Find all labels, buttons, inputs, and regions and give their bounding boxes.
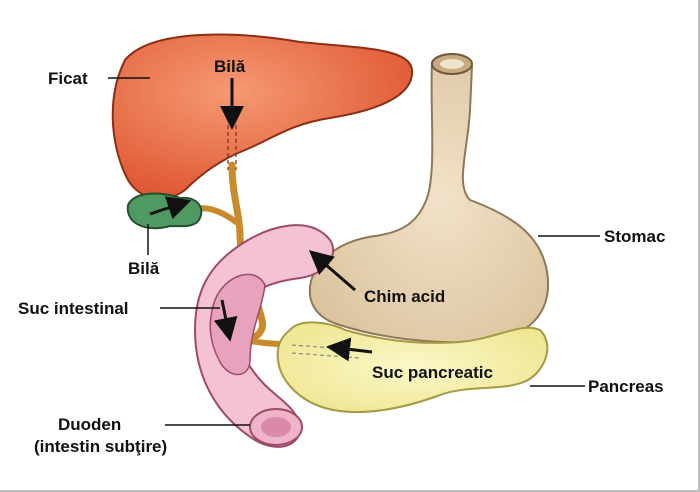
label-ficat: Ficat (48, 69, 88, 88)
label-duoden: Duoden (58, 415, 121, 434)
arrow-bile-gallbladder (149, 196, 192, 220)
arrow-suc-intestinal (213, 299, 238, 342)
label-suc-pancreatic: Suc pancreatic (372, 363, 493, 382)
arrow-chim-acid (308, 250, 356, 292)
label-pancreas: Pancreas (588, 377, 664, 396)
label-bila-left: Bilă (128, 259, 160, 278)
liver-duct-dashed (227, 125, 237, 170)
stomach-shape (308, 53, 550, 344)
label-duoden-sub: (intestin subţire) (34, 437, 167, 456)
label-stomac: Stomac (604, 227, 665, 246)
label-bila-top: Bilă (214, 57, 246, 76)
arrow-suc-pancreatic (326, 337, 373, 362)
label-suc-intestinal: Suc intestinal (18, 299, 129, 318)
label-chim-acid: Chim acid (364, 287, 445, 306)
gallbladder-shape (126, 192, 203, 230)
duodenum-inner-cut (209, 273, 266, 376)
liver-shape (111, 33, 414, 200)
